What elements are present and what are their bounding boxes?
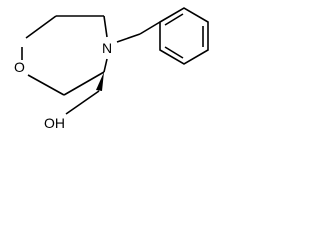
bond-n-ring-upper xyxy=(103,15,108,38)
bond-n-benzyl-ch2 xyxy=(116,33,141,43)
bond-o-ch2-lower xyxy=(27,74,65,96)
bond-stereocenter-n xyxy=(103,58,108,73)
bond-ch2-ch2-left xyxy=(25,15,57,39)
atom-label-ring-oxygen: O xyxy=(14,59,25,75)
phenyl-ring xyxy=(159,7,209,65)
phenyl-double-bond-3 xyxy=(164,46,184,59)
phenyl-double-bond-1 xyxy=(164,13,184,26)
bond-ch2-stereocenter xyxy=(63,71,105,96)
atom-label-ring-nitrogen: N xyxy=(102,40,112,56)
stereo-wedge-bond xyxy=(96,72,104,91)
atom-label-hydroxyl: OH xyxy=(44,115,65,131)
structural-formula: O N OH xyxy=(14,7,209,131)
bond-ch2-oh xyxy=(65,90,100,115)
bond-ch2-phenyl xyxy=(139,21,161,35)
